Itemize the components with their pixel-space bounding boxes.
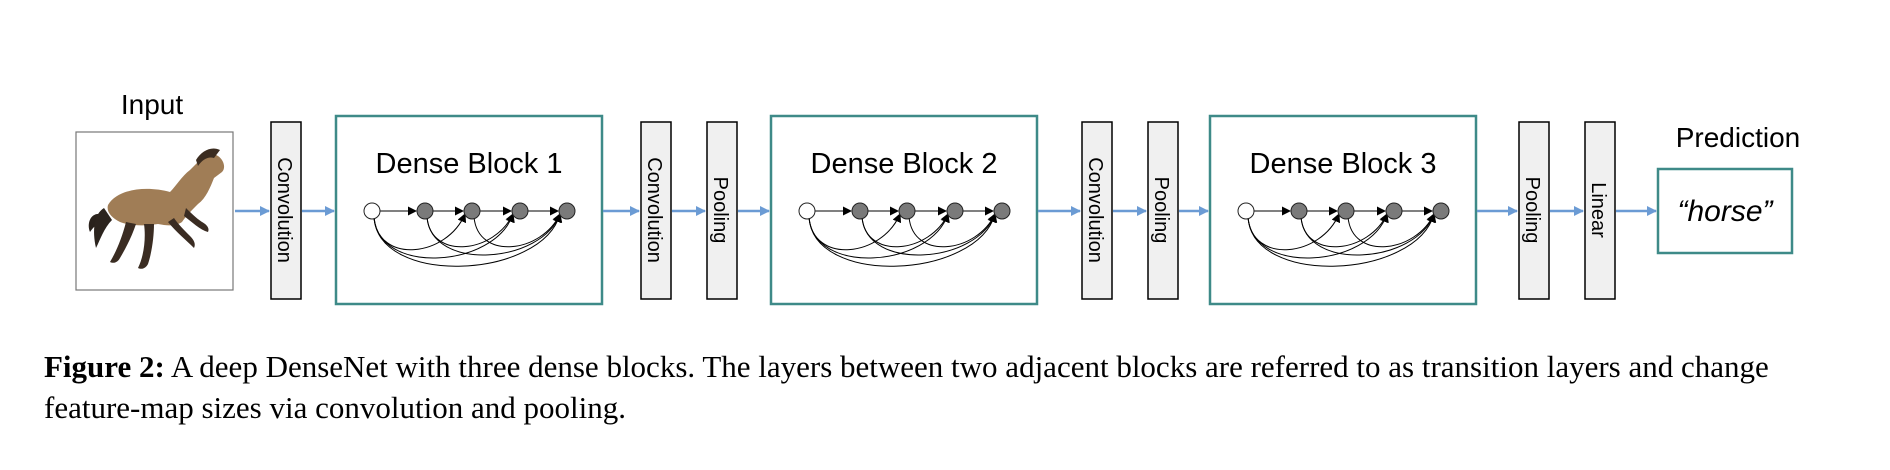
layer-label: Convolution — [643, 157, 665, 263]
dense-block-graph — [1237, 202, 1450, 267]
caption-text: A deep DenseNet with three dense blocks.… — [44, 349, 1769, 425]
block-input-node — [363, 202, 381, 220]
dense-block-1: Dense Block 1 — [334, 114, 604, 306]
layer-node — [416, 202, 434, 220]
dense-block-title: Dense Block 2 — [811, 148, 998, 180]
layer-node — [511, 202, 529, 220]
layer-label: Linear — [1587, 182, 1609, 238]
prediction-box — [1656, 167, 1794, 255]
dense-block-graph — [363, 202, 576, 267]
prediction-label: Prediction — [1676, 122, 1801, 153]
dense-connection — [1247, 213, 1437, 267]
figure-caption: Figure 2: A deep DenseNet with three den… — [44, 346, 1844, 428]
dense-connection — [1300, 213, 1436, 256]
block-input-node — [798, 202, 816, 220]
dense-block-graph — [798, 202, 1011, 267]
dense-connection — [473, 213, 561, 248]
layer-linear: Linear — [1584, 121, 1616, 300]
dense-connection — [373, 213, 515, 259]
layer-node — [1432, 202, 1450, 220]
layer-node — [558, 202, 576, 220]
layer-label: Pooling — [1150, 177, 1172, 244]
block-input-node — [1237, 202, 1255, 220]
prediction-value: “horse” — [1677, 195, 1774, 228]
layer-pool3: Pooling — [1518, 121, 1550, 300]
layer-pool1: Pooling — [706, 121, 738, 300]
layer-pool2: Pooling — [1147, 121, 1179, 300]
layer-label: Convolution — [273, 157, 295, 263]
horse-icon — [88, 148, 225, 269]
dense-connection — [861, 213, 997, 256]
layer-node — [1385, 202, 1403, 220]
caption-label: Figure 2: — [44, 349, 165, 384]
layer-conv1: Convolution — [640, 121, 672, 300]
dense-block-title: Dense Block 1 — [376, 148, 563, 180]
layer-node — [946, 202, 964, 220]
dense-connection — [1347, 213, 1435, 248]
layer-label: Pooling — [709, 177, 731, 244]
dense-block-title: Dense Block 3 — [1250, 148, 1437, 180]
dense-connection — [426, 213, 562, 256]
layer-node — [898, 202, 916, 220]
dense-connection — [808, 213, 950, 259]
dense-connection — [808, 213, 998, 267]
dense-block-3: Dense Block 3 — [1208, 114, 1478, 306]
dense-connection — [373, 213, 563, 267]
layer-node — [463, 202, 481, 220]
densenet-diagram: Input Prediction “horse” Convolution Con… — [75, 89, 1801, 306]
layer-conv0: Convolution — [270, 121, 302, 300]
dense-block-2: Dense Block 2 — [769, 114, 1039, 306]
layer-label: Convolution — [1084, 157, 1106, 263]
layer-conv2: Convolution — [1081, 121, 1113, 300]
layer-node — [993, 202, 1011, 220]
layer-node — [1337, 202, 1355, 220]
input-image — [75, 131, 234, 291]
layer-node — [1290, 202, 1308, 220]
layer-label: Pooling — [1521, 177, 1543, 244]
dense-connection — [1247, 213, 1389, 259]
dense-connection — [908, 213, 996, 248]
input-label: Input — [121, 89, 183, 120]
layer-node — [851, 202, 869, 220]
